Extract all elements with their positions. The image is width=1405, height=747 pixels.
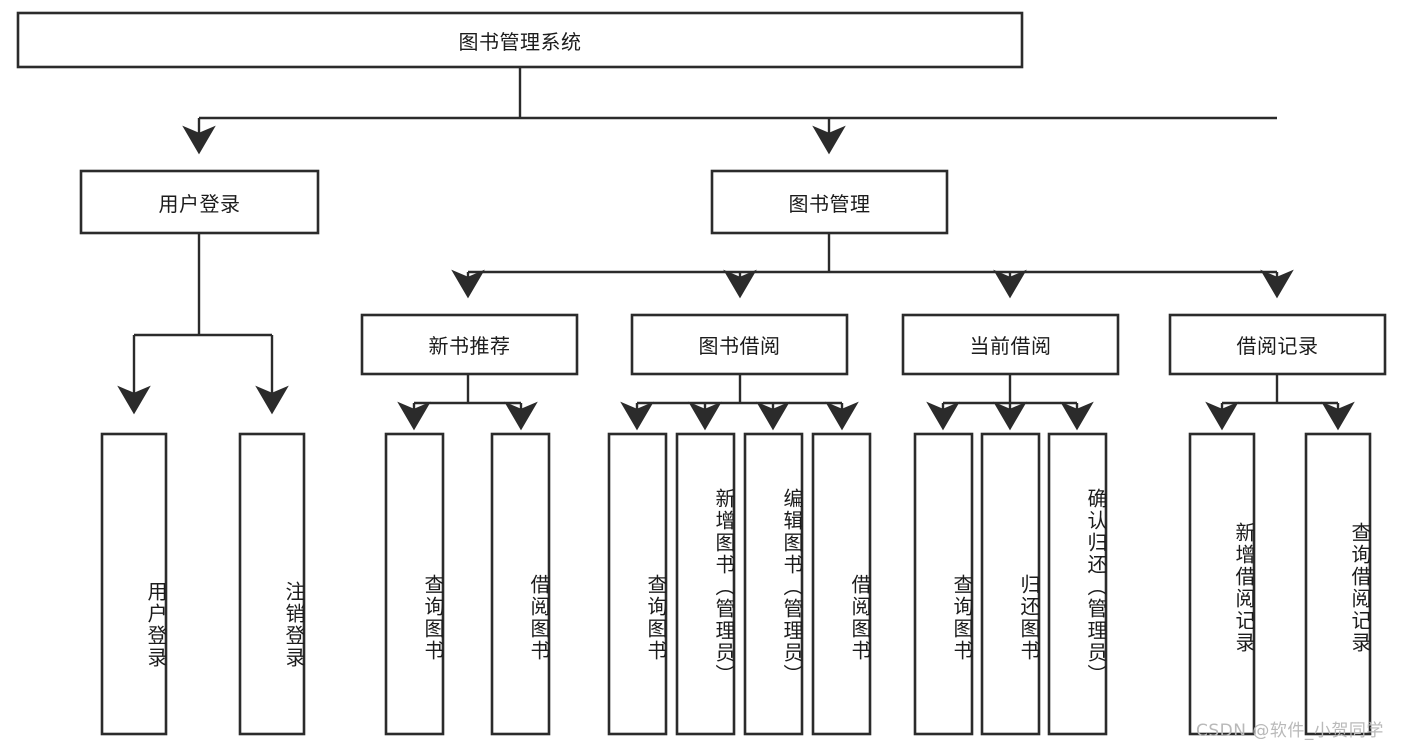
connector-borrowrecord-to-leaves [1205,374,1355,431]
node-box-leaf-query-record [1304,432,1372,736]
connector-root-to-level1 [182,67,1277,155]
node-label-leaf-query-record: 查询借阅记录 [1348,522,1370,654]
node-box-leaf-confirm-return [1047,432,1108,736]
node-label-borrow-record: 借阅记录 [1236,334,1319,358]
node-label-user-login: 用户登录 [158,191,241,216]
node-label-leaf-query-book-1: 查询图书 [421,573,443,662]
node-label-leaf-add-record: 新增借阅记录 [1232,522,1254,654]
node-box-leaf-add-book [675,432,736,736]
connector-currentborrow-to-leaves [926,374,1094,431]
node-box-borrow-record [1168,313,1387,376]
connector-userlogin-to-leaves [117,233,289,415]
node-box-leaf-query-book-3 [913,432,974,736]
node-box-leaf-edit-book [743,432,804,736]
node-label-current-borrow: 当前借阅 [969,334,1052,358]
node-box-leaf-query-book-1 [384,432,445,736]
node-label-leaf-borrow-book-1: 借阅图书 [527,573,549,662]
node-label-leaf-logout-login: 注销登录 [282,581,304,669]
node-box-leaf-add-record [1188,432,1256,736]
node-box-leaf-logout-login [238,432,306,736]
node-box-current-borrow [901,313,1120,376]
connector-bookmanage-to-level2 [451,233,1294,299]
node-label-book-manage: 图书管理 [788,191,871,216]
node-box-leaf-user-login [100,432,168,736]
node-label-new-book-recommend: 新书推荐 [428,334,511,358]
node-box-leaf-return-book [980,432,1041,736]
connector-bookborrow-to-leaves [620,374,859,431]
node-box-user-login [79,169,320,235]
node-box-root [16,11,1024,69]
node-label-book-borrow: 图书借阅 [698,334,781,358]
node-label-leaf-edit-book: 编辑图书（管理员） [780,487,802,686]
node-box-book-borrow [630,313,849,376]
node-label-leaf-return-book: 归还图书 [1017,573,1039,662]
node-label-leaf-add-book: 新增图书（管理员） [712,487,734,686]
node-box-leaf-borrow-book-2 [811,432,872,736]
node-box-book-manage [710,169,949,235]
node-label-leaf-user-login: 用户登录 [144,581,166,669]
node-label-leaf-confirm-return: 确认归还（管理员） [1084,487,1106,686]
node-label-leaf-query-book-3: 查询图书 [950,573,972,662]
node-label-root: 图书管理系统 [458,29,582,54]
node-label-leaf-borrow-book-2: 借阅图书 [848,573,870,662]
csdn-watermark: CSDN @软件_小贺同学 [1196,721,1384,741]
node-box-leaf-query-book-2 [607,432,668,736]
node-box-new-book-recommend [360,313,579,376]
node-box-leaf-borrow-book-1 [490,432,551,736]
connector-newbook-to-leaves [397,374,538,431]
node-label-leaf-query-book-2: 查询图书 [644,573,666,662]
